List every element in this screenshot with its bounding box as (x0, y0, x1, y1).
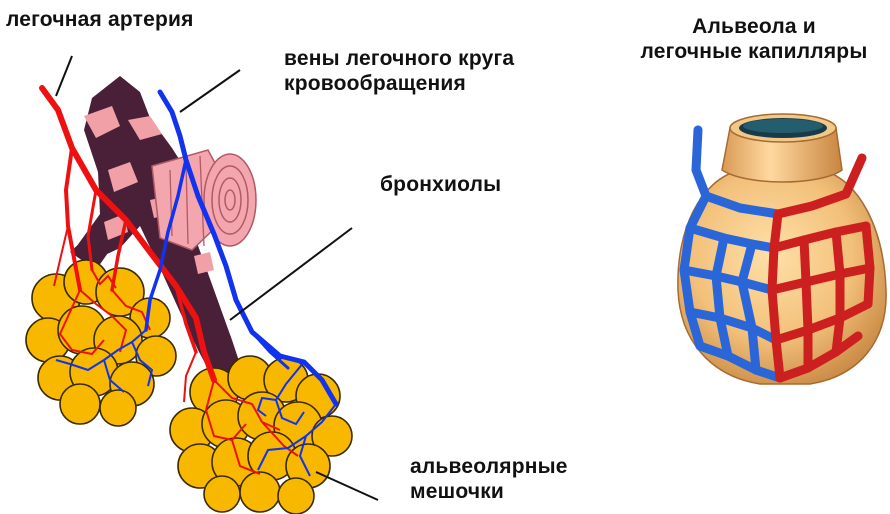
alveolus-illustration (678, 114, 886, 384)
